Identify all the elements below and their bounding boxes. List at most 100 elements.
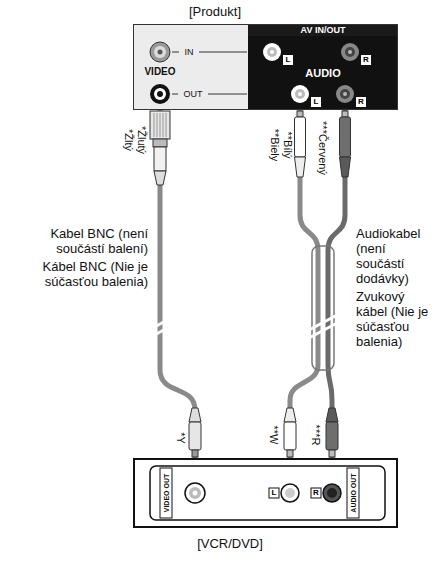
vcr-jack-panel (150, 466, 385, 520)
device-heading: [VCR/DVD] (180, 536, 280, 552)
panel-face (133, 24, 398, 110)
channel-label: R (311, 488, 321, 498)
audio-red-jack (336, 85, 354, 103)
rca-plug-white (284, 422, 296, 450)
vcr-dvd-panel: [VCR/DVD]VIDEO OUTLRAUDIO OUT (133, 458, 398, 528)
vcr-jack-panel (150, 466, 385, 520)
audio-red-jack (343, 92, 347, 96)
leader-line (172, 52, 247, 94)
leader-line (172, 52, 179, 53)
vcr-audio-jack (281, 484, 341, 502)
audio-red-jack (340, 89, 350, 99)
rca-plug-white (295, 111, 306, 177)
rca-plug-white (297, 111, 303, 117)
rca-plug-white (284, 408, 296, 457)
audio-red-jack (341, 43, 359, 61)
audio-jack-block: LRAUDIOLR (248, 36, 398, 110)
plug-color-label: *Žltý (123, 129, 134, 151)
device-heading: [Produkt] (165, 4, 265, 20)
rca-plug-yellow (192, 450, 198, 457)
channel-label: L (283, 55, 293, 65)
rca-plug-white (295, 117, 306, 157)
rca-plug-red (329, 450, 335, 457)
product-panel: [Produkt]AV IN/OUTINVIDEOOUTLRAUDIOLR (133, 24, 398, 110)
rca-plug-yellow (189, 408, 201, 422)
vcr-video-jack (193, 491, 198, 496)
video-in-jack (150, 42, 170, 62)
audio-white-jack (267, 47, 277, 57)
rca-plug-yellow (189, 408, 201, 457)
vcr-video-jack (185, 483, 205, 503)
bnc-plug (153, 139, 167, 147)
jack-group-label: AUDIO OUT (350, 473, 357, 512)
panel-face (133, 24, 398, 110)
cable-break (307, 322, 339, 339)
cable-break (307, 314, 339, 331)
vcr-jack-panel (311, 488, 321, 498)
jack-group-label: AUDIO (248, 67, 398, 80)
bnc-plug (154, 147, 166, 171)
rca-plug-red (340, 111, 351, 177)
audio-white-jack (263, 43, 281, 61)
bnc-plug (166, 113, 167, 137)
channel-label: L (311, 97, 321, 107)
rca-plug-white (295, 157, 306, 177)
panel-title: AV IN/OUT (248, 25, 398, 35)
vcr-jack-panel (269, 488, 279, 498)
panel-face (248, 24, 398, 36)
leader-line (172, 94, 178, 95)
bnc-plug (150, 111, 170, 139)
rca-plug-white (284, 408, 296, 422)
cable-sheath (312, 246, 334, 370)
cable-note: Kábel BNC (Nie je súčasťou balenia) (30, 259, 148, 289)
audio-white-jack (263, 43, 309, 103)
video-out-jack (150, 84, 170, 104)
rca-plug-red (326, 422, 338, 450)
rca-plug-red (342, 111, 348, 117)
bnc-plug (157, 113, 158, 137)
audio-red-jack (348, 50, 352, 54)
cable-sheath (312, 246, 334, 370)
rca-plug-red (340, 117, 351, 157)
bnc-plug (163, 113, 164, 137)
plug-letter-label: *Y (175, 432, 186, 444)
cable-note: Zvukový kábel (Nie je súčasťou balenia) (356, 289, 432, 349)
audio-white-jack (270, 50, 274, 54)
leader-line (208, 94, 247, 95)
vcr-jack-panel (160, 468, 172, 518)
jack-label: IN (182, 47, 196, 57)
jack-group-label: VIDEO OUT (163, 474, 170, 513)
bnc-plug (160, 113, 161, 137)
channel-label: R (356, 97, 366, 107)
plug-color-label: **Biely (269, 129, 280, 161)
cable-note: Kabel BNC (není součástí balení) (30, 226, 148, 256)
av-cable (290, 110, 318, 458)
vcr-audio-jack (327, 488, 337, 498)
video-out-jack (150, 84, 170, 104)
bnc-plug (150, 111, 170, 185)
video-out-jack (154, 88, 166, 100)
jack-label: OUT (181, 89, 205, 99)
audio-white-jack (291, 85, 309, 103)
bnc-plug (154, 113, 155, 137)
cable-break (149, 326, 171, 338)
bnc-plug (154, 171, 166, 185)
plug-color-label: **Bílý (282, 132, 293, 159)
vcr-audio-jack (323, 484, 341, 502)
rca-plug-red (340, 157, 351, 177)
video-in-jack (150, 42, 170, 62)
vcr-video-jack (189, 487, 201, 499)
vcr-audio-jack (281, 484, 299, 502)
audio-white-jack (298, 92, 302, 96)
rca-plug-white (287, 450, 293, 457)
vcr-video-jack (185, 483, 205, 503)
plug-color-label: ***Červený (317, 121, 328, 175)
video-out-jack (157, 91, 163, 97)
rca-plug-red (326, 408, 338, 422)
channel-label: L (269, 488, 279, 498)
panel-face (248, 36, 398, 110)
leader-line (199, 52, 247, 53)
plug-letter-label: ***R (310, 425, 321, 446)
cable-note: Audiokabel (není součástí dodávky) (356, 226, 432, 286)
